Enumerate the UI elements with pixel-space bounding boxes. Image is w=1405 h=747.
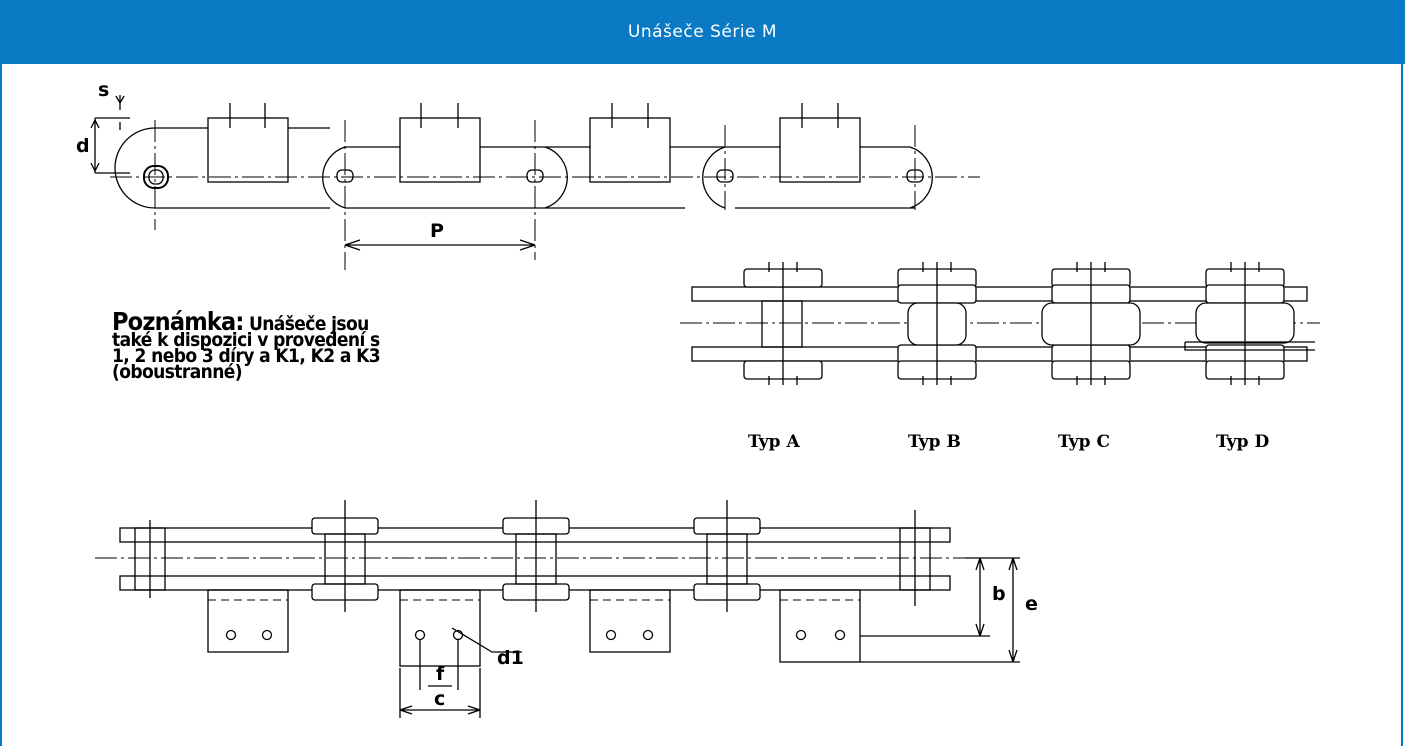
note-text: Poznámka: Unášeče jsou také k dispozici …	[112, 309, 382, 383]
header-bar: Unášeče Série M	[0, 0, 1405, 64]
pitch-label: P	[430, 220, 444, 242]
page-title: Unášeče Série M	[627, 22, 778, 42]
type-c-label: Typ C	[1058, 432, 1110, 452]
note-body: Unášeče jsou také k dispozici v proveden…	[112, 313, 381, 383]
dim-d1-label: d1	[497, 647, 524, 669]
dim-s-label: s	[98, 79, 109, 101]
note-lead: Poznámka:	[112, 307, 244, 336]
dim-e-label: e	[1025, 593, 1038, 615]
dim-f-label: f	[436, 663, 445, 685]
dim-b-label: b	[992, 583, 1006, 605]
chain-types-top-view: Typ A Typ B Typ C Typ D	[680, 262, 1320, 452]
dim-c-label: c	[434, 688, 445, 710]
dim-d-label: d	[76, 135, 90, 157]
type-d-label: Typ D	[1216, 432, 1269, 452]
top-chain-side-view: s d P	[76, 79, 980, 270]
type-b-label: Typ B	[908, 432, 961, 452]
type-a-label: Typ A	[748, 432, 800, 452]
bottom-chain-top-view: d1 f c b e	[95, 500, 1038, 718]
